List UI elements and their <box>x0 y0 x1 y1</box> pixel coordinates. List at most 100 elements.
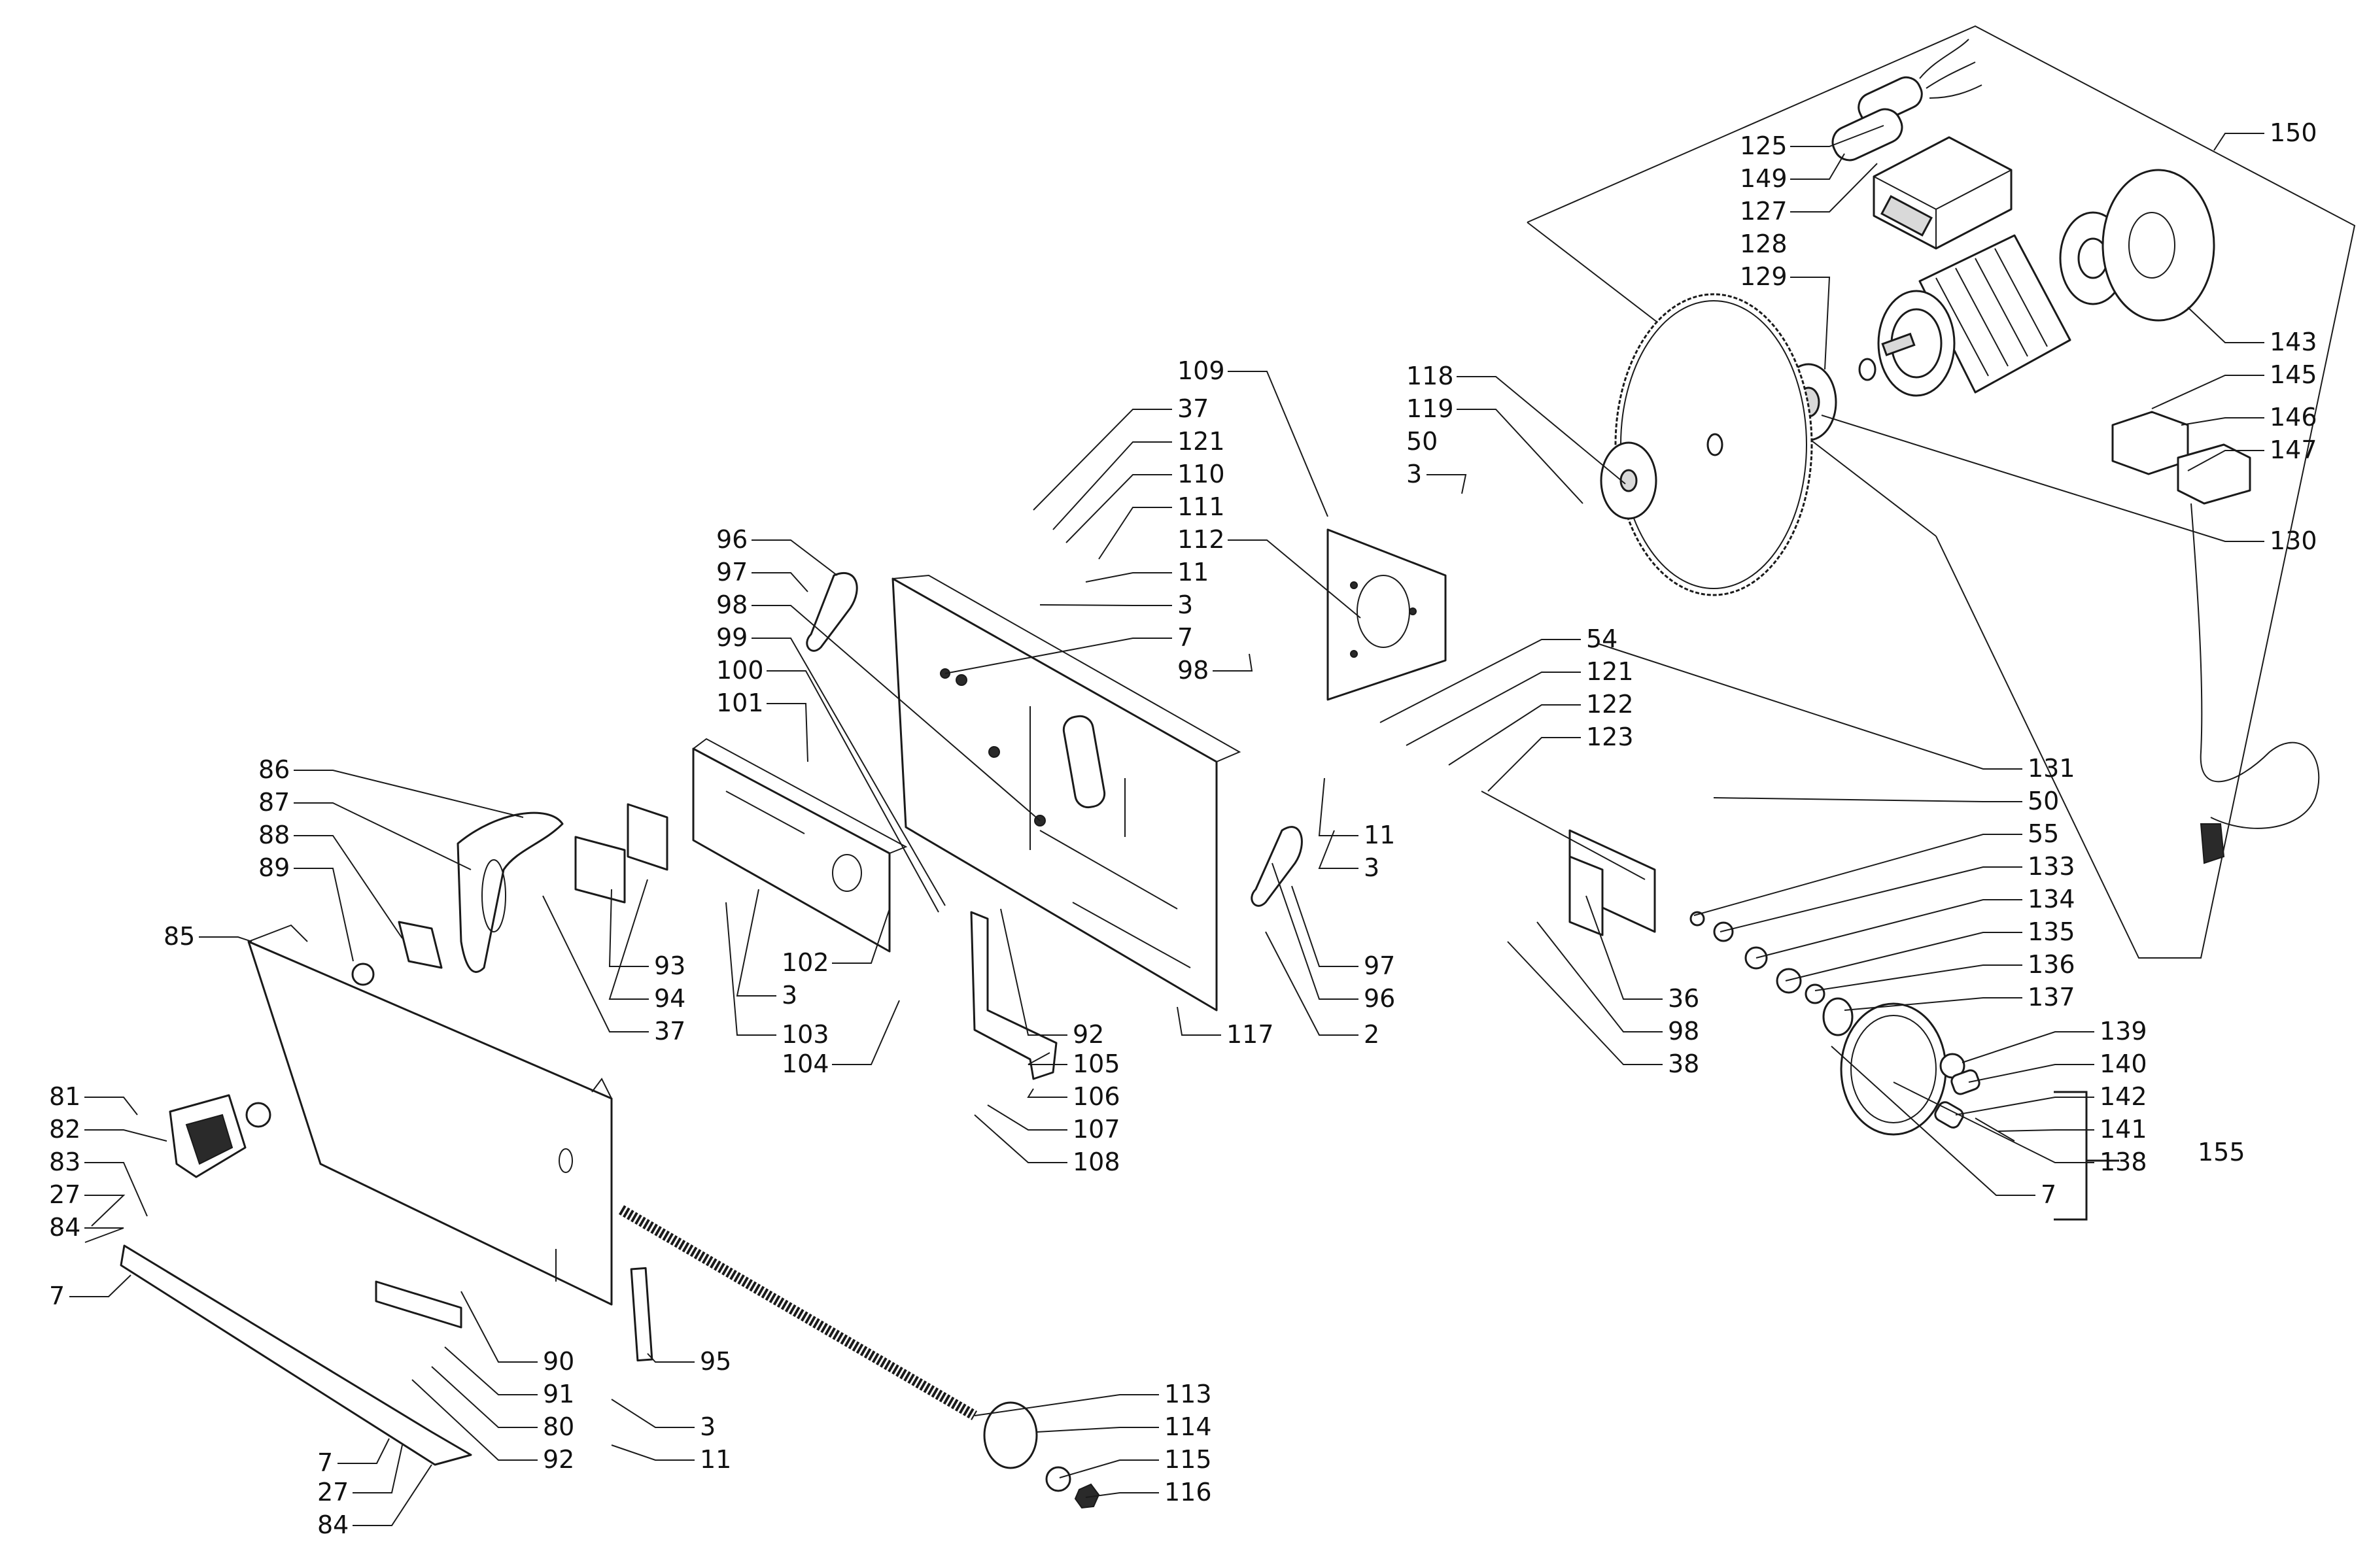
callout-number: 131 <box>2028 754 2075 783</box>
callout-135: 135 <box>1785 917 2075 981</box>
callout-leader <box>1962 1031 2094 1063</box>
callout-102: 102 <box>782 908 890 977</box>
threaded-spindle <box>618 1205 978 1420</box>
handwheel <box>1822 997 2015 1142</box>
callout-leader <box>1536 921 1663 1032</box>
callout-100: 100 <box>716 656 939 913</box>
callout-115: 115 <box>1059 1445 1212 1478</box>
callout-number: 87 <box>258 788 290 817</box>
callout-number: 94 <box>654 984 685 1013</box>
callout-127: 127 <box>1740 163 1878 226</box>
callout-leader <box>1790 277 1831 370</box>
callout-number: 122 <box>1586 690 1634 719</box>
callout-number: 125 <box>1740 131 1788 160</box>
callout-leader <box>1228 539 1361 619</box>
callout-leader <box>1427 474 1467 494</box>
callout-146: 146 <box>2181 403 2317 432</box>
callout-number: 3 <box>700 1412 716 1441</box>
callout-number: 121 <box>1177 427 1225 456</box>
callout-number: 106 <box>1073 1082 1120 1111</box>
support-bar <box>120 1244 472 1466</box>
callout-number: 38 <box>1668 1049 1699 1078</box>
callout-leader <box>1036 1427 1159 1433</box>
callout-leader <box>1893 1082 2094 1163</box>
callout-number: 135 <box>2028 917 2075 946</box>
callout-116: 116 <box>1085 1478 1212 1507</box>
callout-number: 36 <box>1668 984 1699 1013</box>
callout-leader <box>1059 1459 1159 1478</box>
callout-number: 97 <box>716 558 748 587</box>
curved-guide-right <box>1251 826 1303 907</box>
callout-80: 80 <box>431 1366 574 1441</box>
switch-assembly <box>2111 411 2320 864</box>
callout-leader <box>1098 507 1172 560</box>
callout-number: 90 <box>543 1347 574 1376</box>
callout-leader <box>1507 941 1663 1065</box>
scale-strip <box>630 1267 653 1362</box>
callout-number: 3 <box>1177 590 1193 619</box>
callout-number: 93 <box>654 951 685 980</box>
saw-blade <box>1614 293 1813 596</box>
callout-number: 3 <box>782 981 797 1010</box>
callout-92: 92 <box>411 1379 574 1474</box>
callout-bracket-155 <box>2054 1091 2119 1221</box>
slide-plate <box>692 738 908 953</box>
callout-leader <box>1033 409 1172 511</box>
callout-number: 2 <box>1364 1020 1379 1049</box>
callout-leader <box>1831 1046 2035 1196</box>
callout-number: 11 <box>700 1445 731 1474</box>
callout-leader <box>2187 307 2264 343</box>
callout-leader <box>1821 415 2264 542</box>
callout-number: 118 <box>1406 362 1454 390</box>
callout-leader <box>1955 1097 2094 1116</box>
callout-leader <box>944 638 1172 674</box>
splitter-plate <box>398 921 443 969</box>
spindle-washer <box>1045 1466 1071 1492</box>
callout-number: 109 <box>1177 356 1225 385</box>
callout-11: 11 <box>1318 777 1395 849</box>
callout-number: 95 <box>700 1347 731 1376</box>
callout-number: 86 <box>258 755 290 784</box>
callout-139: 139 <box>1962 1017 2147 1063</box>
callout-leader <box>444 1346 538 1395</box>
callout-94: 94 <box>608 879 685 1013</box>
callout-leader <box>84 1129 167 1142</box>
callout-92: 92 <box>1000 908 1104 1049</box>
callout-number: 112 <box>1177 525 1225 554</box>
callout-leader <box>84 1195 126 1227</box>
callout-leader <box>1085 572 1172 583</box>
callout-number: 102 <box>782 948 829 977</box>
callout-number: 147 <box>2270 435 2317 464</box>
callout-leader <box>337 1438 390 1464</box>
callout-leader <box>460 1291 538 1363</box>
blade-guard <box>457 811 564 973</box>
callout-114: 114 <box>1036 1412 1212 1441</box>
callout-3: 3 <box>736 889 797 1010</box>
callout-141: 141 <box>1997 1115 2147 1144</box>
callout-number: 143 <box>2270 328 2317 356</box>
callout-155: 155 <box>2198 1138 2245 1167</box>
callout-leader <box>199 936 252 942</box>
callout-leader <box>2181 417 2264 426</box>
callout-27: 27 <box>317 1444 403 1507</box>
main-carriage-plate <box>891 574 1241 1012</box>
callout-105: 105 <box>1028 1049 1120 1078</box>
rear-bracket <box>1481 791 1656 936</box>
callout-leader <box>832 1000 900 1065</box>
callout-number: 114 <box>1164 1412 1212 1441</box>
callout-number: 149 <box>1740 164 1788 193</box>
callout-leader <box>987 1104 1067 1131</box>
callout-number: 103 <box>782 1020 829 1049</box>
callout-84: 84 <box>49 1213 124 1243</box>
callout-leader <box>752 605 1041 821</box>
terminal-box <box>1873 136 2013 250</box>
washer-stack <box>1689 911 1825 1004</box>
callout-93: 93 <box>608 889 685 980</box>
callout-number: 127 <box>1740 197 1788 226</box>
callout-leader <box>1693 834 2022 916</box>
callout-leader <box>1028 1052 1067 1065</box>
callout-leader <box>1318 830 1358 869</box>
callout-number: 99 <box>716 623 748 652</box>
callout-142: 142 <box>1955 1082 2147 1116</box>
